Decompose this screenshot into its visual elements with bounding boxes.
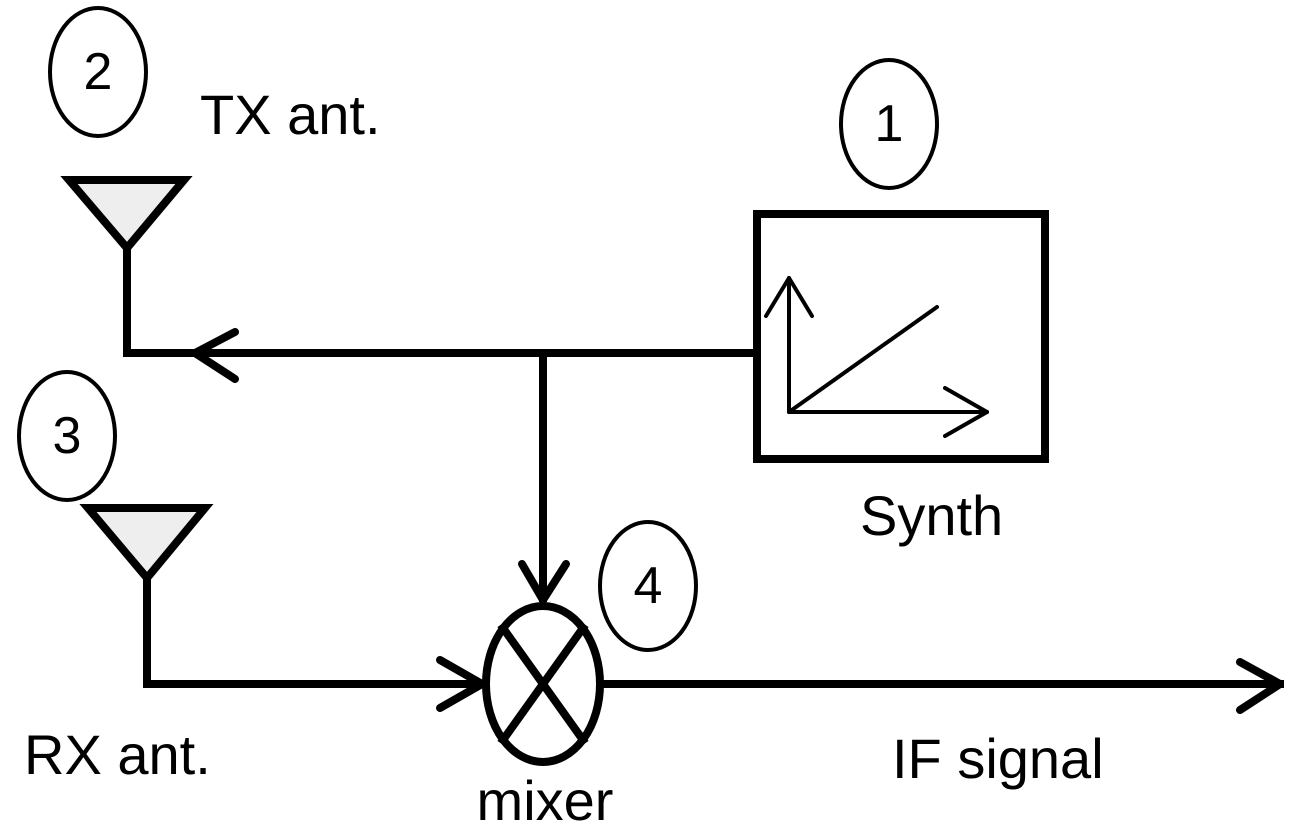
chirp-icon xyxy=(764,276,989,438)
mixer xyxy=(482,602,604,766)
marker-1-circle xyxy=(839,58,939,190)
marker-3-circle xyxy=(17,370,117,502)
tx-arrowhead xyxy=(191,328,239,383)
marker-3: 3 xyxy=(17,370,117,502)
chirp-y-arrowhead xyxy=(764,276,814,318)
if-arrowhead xyxy=(1236,658,1284,714)
signal-wires xyxy=(123,244,1284,714)
rx-antenna-icon xyxy=(79,504,214,585)
rx-to-mixer-wire xyxy=(143,574,486,688)
marker-4-circle xyxy=(598,520,698,652)
chirp-ramp-line xyxy=(787,305,939,414)
marker-2-number: 2 xyxy=(84,43,113,101)
lo-arrowhead xyxy=(518,560,570,604)
mixer-label: mixer xyxy=(477,769,614,832)
synth-label: Synth xyxy=(860,484,1003,547)
rx-antenna xyxy=(79,504,214,585)
marker-1-number: 1 xyxy=(875,95,904,153)
marker-2-circle xyxy=(48,6,148,138)
if-signal-label: IF signal xyxy=(892,727,1104,790)
marker-4: 4 xyxy=(598,520,698,652)
rx-antenna-label: RX ant. xyxy=(24,723,211,786)
chirp-x-arrowhead xyxy=(943,386,989,438)
synth-box xyxy=(753,210,1049,463)
marker-1: 1 xyxy=(839,58,939,190)
tx-antenna-label: TX ant. xyxy=(200,83,381,146)
marker-4-number: 4 xyxy=(634,557,663,615)
tx-antenna-icon xyxy=(60,176,193,255)
synth-block xyxy=(753,210,1049,463)
tx-antenna xyxy=(60,176,193,255)
marker-3-number: 3 xyxy=(53,407,82,465)
mixer-cross-line-2 xyxy=(497,622,589,746)
marker-2: 2 xyxy=(48,6,148,138)
